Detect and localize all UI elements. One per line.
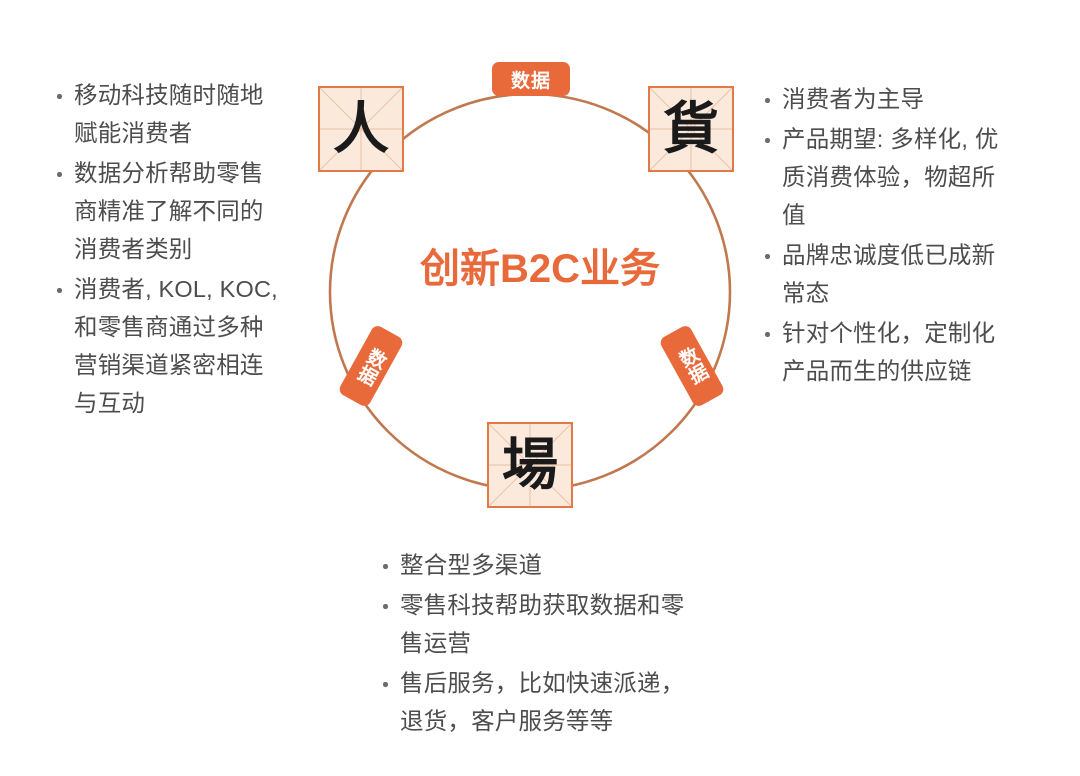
node-glyph-chang: 場: [502, 432, 558, 498]
list-item: 售后服务，比如快速派递， 退货，客户服务等等: [378, 664, 758, 740]
list-item: 数据分析帮助零售 商精准了解不同的 消费者类别: [52, 154, 314, 268]
list-item: 针对个性化，定制化 产品而生的供应链: [760, 314, 1050, 390]
list-item: 产品期望: 多样化, 优 质消费体验，物超所 值: [760, 120, 1050, 234]
node-box-chang[interactable]: 場: [487, 422, 573, 508]
list-item: 品牌忠诚度低已成新 常态: [760, 236, 1050, 312]
connector-label-top[interactable]: 数据: [492, 62, 570, 96]
center-title: 创新B2C业务: [419, 247, 661, 291]
list-item: 零售科技帮助获取数据和零 售运营: [378, 586, 758, 662]
list-item: 移动科技随时随地 赋能消费者: [52, 76, 314, 152]
node-box-huo[interactable]: 貨: [648, 86, 734, 172]
right-bullet-list: 消费者为主导 产品期望: 多样化, 优 质消费体验，物超所 值 品牌忠诚度低已成…: [760, 80, 1050, 392]
bottom-bullet-list: 整合型多渠道 零售科技帮助获取数据和零 售运营 售后服务，比如快速派递， 退货，…: [378, 546, 758, 742]
node-box-ren[interactable]: 人: [318, 86, 404, 172]
left-bullet-list: 移动科技随时随地 赋能消费者 数据分析帮助零售 商精准了解不同的 消费者类别 消…: [52, 76, 314, 424]
list-item: 消费者为主导: [760, 80, 1050, 118]
list-item: 消费者, KOL, KOC, 和零售商通过多种 营销渠道紧密相连 与互动: [52, 270, 314, 422]
list-item: 整合型多渠道: [378, 546, 758, 584]
node-glyph-huo: 貨: [663, 96, 719, 162]
node-glyph-ren: 人: [333, 96, 389, 162]
